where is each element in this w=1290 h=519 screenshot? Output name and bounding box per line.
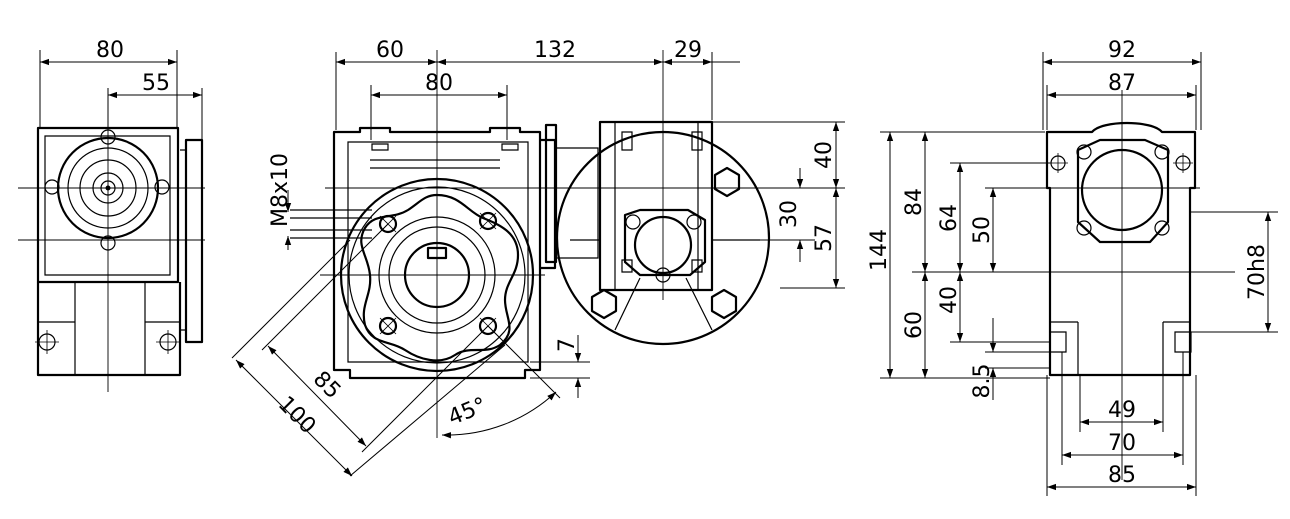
dim-front-85: 85 bbox=[308, 367, 345, 404]
left-side-view: 80 55 bbox=[18, 38, 205, 392]
dim-right-85: 85 bbox=[1108, 463, 1136, 488]
dim-front-80: 80 bbox=[425, 71, 453, 96]
dim-right-70h8: 70h8 bbox=[1245, 244, 1270, 300]
dim-right-60: 60 bbox=[902, 311, 927, 339]
dim-right-92: 92 bbox=[1108, 38, 1136, 63]
dim-front-30: 30 bbox=[777, 200, 802, 228]
dim-right-87: 87 bbox=[1108, 71, 1136, 96]
dim-front-100: 100 bbox=[273, 392, 320, 439]
dim-right-50: 50 bbox=[970, 216, 995, 244]
dim-right-49: 49 bbox=[1108, 398, 1136, 423]
dim-right-144: 144 bbox=[867, 229, 892, 271]
dim-right-70: 70 bbox=[1108, 431, 1136, 456]
front-view: M8x10 60 132 bbox=[231, 38, 845, 477]
dim-right-64: 64 bbox=[937, 204, 962, 232]
dim-right-8-5: 8.5 bbox=[970, 364, 995, 399]
dim-front-40: 40 bbox=[812, 141, 837, 169]
right-end-view: 92 87 144 84 60 64 40 50 8.5 70h8 49 bbox=[867, 38, 1278, 496]
dim-left-80: 80 bbox=[96, 38, 124, 63]
dim-front-60: 60 bbox=[376, 38, 404, 63]
dim-front-angle: 45° bbox=[445, 393, 491, 431]
dim-right-40: 40 bbox=[937, 286, 962, 314]
dim-front-29: 29 bbox=[674, 38, 702, 63]
dim-front-7: 7 bbox=[555, 338, 580, 352]
dim-front-132: 132 bbox=[534, 38, 576, 63]
dim-thread-m8x10: M8x10 bbox=[268, 153, 293, 227]
dim-right-84: 84 bbox=[902, 188, 927, 216]
dim-front-57: 57 bbox=[812, 224, 837, 252]
dim-left-55: 55 bbox=[142, 71, 170, 96]
